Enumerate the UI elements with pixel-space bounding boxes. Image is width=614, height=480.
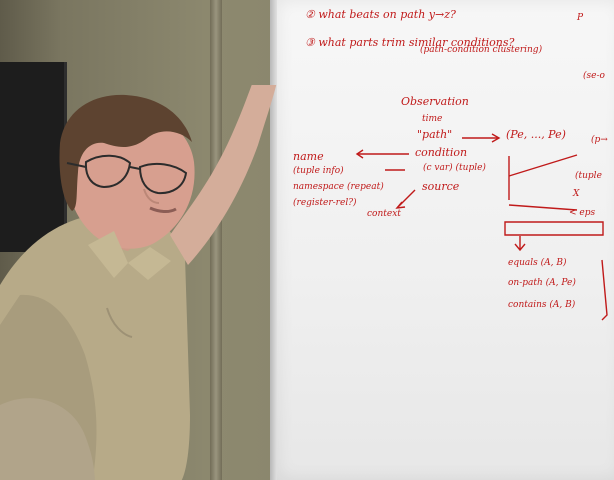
diagonal-line-2 [508, 204, 578, 211]
whiteboard-line-3: ③ what parts trim similar conditions? [305, 36, 515, 49]
whiteboard-observation: Observation [401, 95, 469, 108]
glasses-right [138, 162, 188, 195]
hair [59, 94, 192, 211]
person-figure [0, 85, 277, 480]
whiteboard-mark-text-top: P [576, 13, 584, 23]
whiteboard-register: (register-rel?) [293, 198, 357, 208]
nose [143, 188, 160, 204]
collar-left [88, 231, 128, 278]
glasses-bridge [129, 166, 141, 170]
whiteboard-mark-text-right-2: (tuple [575, 170, 602, 181]
diagonal-line [508, 154, 578, 177]
whiteboard-contains: contains (A, B) [508, 300, 576, 310]
shirt-arm [0, 398, 95, 480]
whiteboard-context: context [367, 209, 401, 219]
brace [601, 259, 608, 321]
whiteboard-mark-text-right-4: X [572, 189, 580, 199]
arrowhead-down [514, 243, 526, 252]
glasses-left [84, 154, 132, 189]
shirt-fold [106, 307, 133, 338]
whiteboard-path: "path" [417, 128, 453, 141]
whiteboard-line-2: ② what beats on path y→z? [305, 8, 456, 21]
whiteboard-cvar: (c var) (tuple) [423, 163, 486, 173]
arrowhead-context [395, 201, 406, 209]
whiteboard-marks: P (se-o (p→ (tuple < eps X [355, 13, 608, 321]
whiteboard-tuple-info: (tuple info) [293, 166, 344, 176]
mouth [149, 206, 177, 213]
whiteboard-condition: condition [415, 146, 468, 159]
arrowhead-name [355, 149, 364, 159]
whiteboard-mark-text-top-2: (se-o [583, 70, 605, 81]
whiteboard-on-path: on-path (A, Pe) [508, 278, 576, 288]
whiteboard-pe-pe: (Pe, ..., Pe) [506, 128, 566, 141]
whiteboard-time: time [422, 114, 443, 124]
raised-arm [170, 85, 277, 265]
whiteboard-namespace: namespace (repeat) [293, 182, 384, 192]
whiteboard-equals: equals (A, B) [508, 258, 567, 268]
collar-right [128, 247, 171, 280]
whiteboard-line-3b: (path-condition clustering) [420, 45, 543, 55]
boxed-text [504, 221, 604, 236]
whiteboard-mark-text-right-3: < eps [569, 208, 595, 218]
glasses-arm [66, 162, 87, 168]
whiteboard-source: source [422, 180, 460, 193]
whiteboard: ② what beats on path y→z? ③ what parts t… [270, 0, 614, 480]
arrowhead-path [491, 133, 501, 143]
whiteboard-name: name [293, 150, 324, 163]
door-frame [210, 0, 222, 480]
whiteboard-mark-text-right: (p→ [591, 134, 608, 145]
